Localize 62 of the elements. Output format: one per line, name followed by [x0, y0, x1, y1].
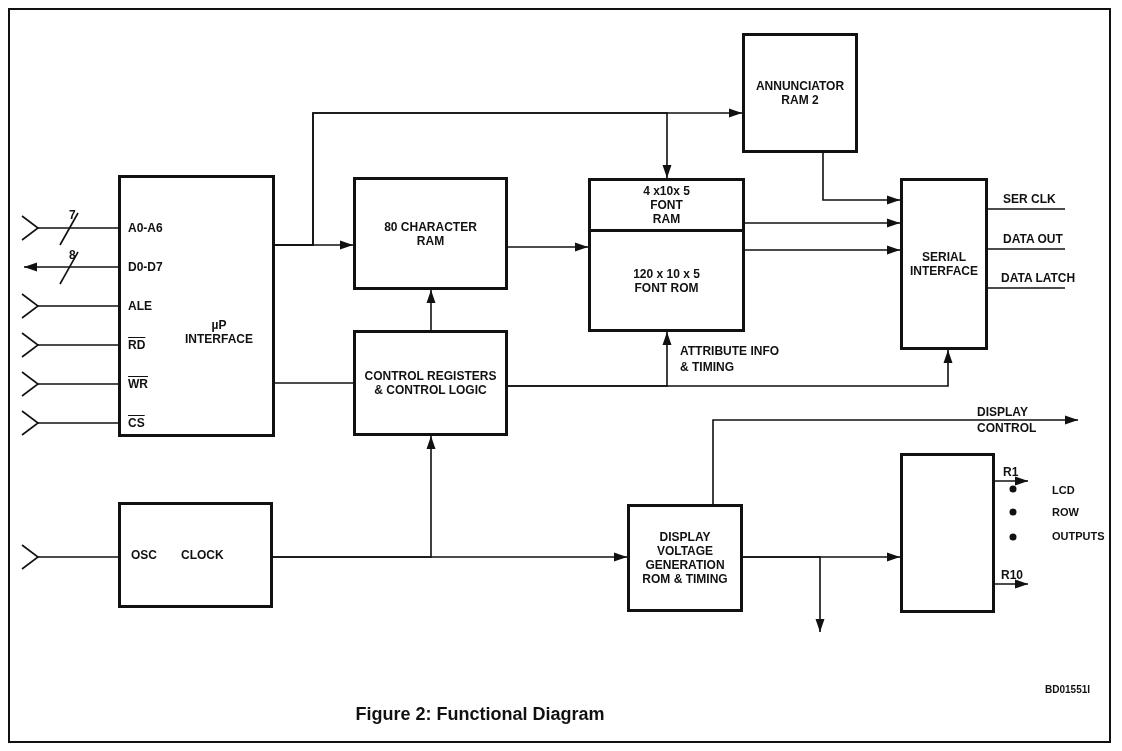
pin-label: ALE	[118, 298, 198, 314]
block-label: CLOCK	[181, 548, 224, 562]
block-label: ANNUNCIATOR RAM 2	[755, 79, 845, 107]
text-label: BD01551I	[1045, 684, 1091, 695]
text-label: ROW	[1052, 506, 1079, 518]
arrow	[712, 415, 1079, 505]
arrow	[994, 476, 1029, 486]
text-label: LCD	[1052, 484, 1075, 496]
arrow	[507, 349, 953, 387]
block-label: SERIAL INTERFACE	[909, 250, 979, 278]
arrow	[744, 218, 901, 228]
block-box	[353, 330, 508, 436]
connector-line	[987, 208, 1066, 210]
edge-label: R1	[1003, 464, 1019, 480]
pin-label: CS	[118, 415, 198, 431]
block-box	[627, 504, 743, 612]
block-label: 120 x 10 x 5 FONT ROM	[632, 266, 701, 295]
block-box	[900, 178, 988, 350]
block-label: CONTROL REGISTERS & CONTROL LOGIC	[363, 369, 498, 397]
arrow	[272, 435, 436, 558]
connector-line	[987, 287, 1066, 289]
block-label: µP INTERFACE	[184, 318, 254, 346]
block-box	[588, 229, 745, 332]
arrow	[21, 332, 119, 358]
arrow	[21, 544, 119, 570]
block-label: 80 CHARACTER RAM	[383, 219, 478, 248]
block-box	[742, 33, 858, 153]
arrow	[274, 112, 672, 246]
arrow	[21, 293, 119, 319]
pin-label: A0-A6	[118, 220, 198, 236]
arrow	[744, 245, 901, 255]
arrow	[23, 262, 119, 272]
edge-label: DATA LATCH	[1001, 270, 1076, 286]
arrow	[822, 152, 901, 205]
edge-label: ATTRIBUTE INFO & TIMING	[680, 343, 780, 375]
arrow	[994, 579, 1029, 589]
text-label: OUTPUTS	[1052, 530, 1105, 542]
arrow	[507, 242, 589, 252]
pin-label: WR	[118, 376, 198, 392]
edge-label: SER CLK	[1003, 191, 1056, 207]
block-box	[353, 177, 508, 290]
edge-label: DISPLAY CONTROL	[977, 404, 1038, 436]
arrow	[426, 289, 436, 331]
edge-label: R10	[1001, 567, 1023, 583]
pin-label: D0-D7	[118, 259, 198, 275]
block-box	[588, 178, 745, 232]
text-label: 7	[69, 208, 76, 222]
arrow	[21, 371, 119, 397]
block-label: 4 x10x 5 FONT RAM	[642, 184, 691, 226]
block-box	[118, 175, 275, 437]
arrow	[21, 215, 119, 241]
connector-line	[274, 382, 354, 384]
block-box	[118, 502, 273, 608]
arrow	[21, 410, 119, 436]
block-label: DISPLAY VOLTAGE GENERATION ROM & TIMING	[641, 530, 729, 586]
block-label: OSC	[131, 548, 157, 562]
empty-block-box	[900, 453, 995, 613]
figure-caption: Figure 2: Functional Diagram	[354, 704, 606, 725]
connector-line	[987, 248, 1066, 250]
edge-label: DATA OUT	[1003, 231, 1063, 247]
arrow	[742, 556, 825, 633]
text-label: 8	[69, 248, 76, 262]
